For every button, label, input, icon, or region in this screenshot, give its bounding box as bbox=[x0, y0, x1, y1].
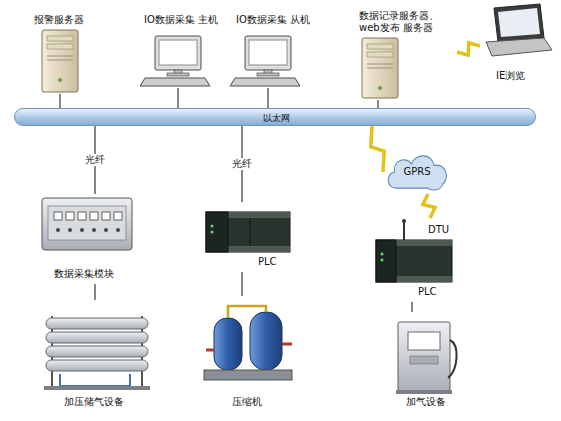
edge-label: 光纤 bbox=[83, 154, 107, 166]
gas-storage-equipment bbox=[44, 316, 150, 390]
device-caption: 数据采集模块 bbox=[54, 268, 114, 280]
device-caption: 加压储气设备 bbox=[64, 396, 124, 408]
device-caption: IO数据采集 主机 bbox=[144, 14, 218, 26]
network-label: 以太网 bbox=[263, 112, 290, 124]
network-line bbox=[59, 94, 60, 108]
computer-icon bbox=[230, 36, 300, 86]
device-node: IO数据采集 从机 bbox=[232, 12, 322, 88]
device-node: 数据采集模块 bbox=[38, 194, 150, 284]
edge-label: 光纤 bbox=[230, 158, 254, 170]
computer-icon bbox=[140, 36, 210, 86]
data-acquisition-module bbox=[42, 198, 132, 250]
device-caption: GPRS bbox=[403, 166, 430, 178]
network-line bbox=[94, 284, 95, 300]
laptop-icon bbox=[486, 4, 552, 56]
network-line bbox=[241, 272, 242, 296]
network-line bbox=[411, 302, 412, 312]
plc-device bbox=[206, 212, 290, 252]
server-icon bbox=[42, 30, 78, 92]
device-caption: 压缩机 bbox=[232, 396, 262, 408]
device-caption: DTU bbox=[428, 224, 449, 236]
device-node: 压缩机 bbox=[196, 296, 296, 410]
compressor bbox=[204, 306, 292, 380]
network-bus: 以太网 bbox=[14, 108, 536, 126]
device-node: PLC bbox=[200, 202, 296, 272]
device-node: 数据记录服务器、web发布 服务器 bbox=[355, 8, 457, 100]
device-node: IO数据采集 主机 bbox=[140, 12, 230, 88]
network-line bbox=[377, 100, 378, 108]
device-caption: PLC bbox=[418, 286, 437, 298]
device-node: 报警服务器 bbox=[30, 12, 90, 94]
cloud-node: GPRS bbox=[383, 150, 451, 194]
device-caption: 加气设备 bbox=[406, 396, 446, 408]
dtu-plc-device bbox=[376, 219, 452, 282]
network-line bbox=[267, 88, 268, 108]
device-caption: 报警服务器 bbox=[34, 14, 84, 26]
device-caption: 数据记录服务器、web发布 服务器 bbox=[359, 10, 455, 34]
device-node: IE浏览 bbox=[480, 2, 554, 86]
device-node: 加压储气设备 bbox=[38, 300, 156, 412]
network-line bbox=[177, 88, 178, 108]
gas-dispenser bbox=[396, 322, 457, 394]
device-node: 加气设备 bbox=[390, 312, 462, 410]
device-caption: PLC bbox=[258, 256, 277, 268]
wireless-link bbox=[371, 126, 384, 172]
wireless-link bbox=[423, 194, 435, 218]
server-icon bbox=[362, 38, 398, 98]
wireless-link bbox=[457, 43, 480, 56]
device-node: DTU PLC bbox=[370, 218, 460, 302]
device-caption: IE浏览 bbox=[496, 70, 525, 82]
cloud-outline bbox=[388, 156, 446, 190]
device-caption: IO数据采集 从机 bbox=[236, 14, 310, 26]
